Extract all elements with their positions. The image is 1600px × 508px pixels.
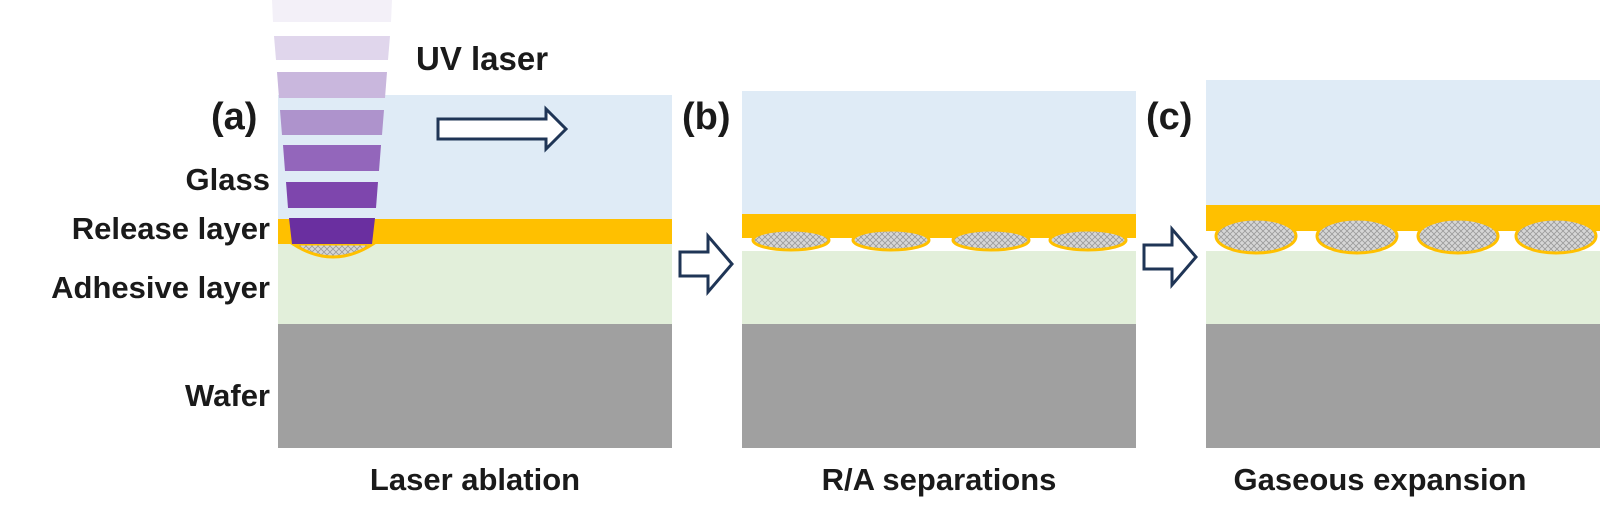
- panel-c-tag: (c): [1146, 96, 1193, 138]
- caption-ra-separations: R/A separations: [821, 462, 1057, 497]
- scan-direction-arrow: [436, 105, 569, 153]
- panel-b: [742, 91, 1136, 448]
- release-layer-label: Release layer: [71, 211, 270, 246]
- uv-laser-label: UV laser: [416, 40, 549, 77]
- wafer-a: [278, 324, 672, 448]
- step-arrow-1: [678, 231, 734, 297]
- caption-laser-ablation: Laser ablation: [369, 462, 581, 497]
- ablation-pocket-a: [287, 242, 379, 259]
- glass-layer-c: [1206, 80, 1600, 205]
- caption-gaseous-expansion: Gaseous expansion: [1233, 462, 1527, 497]
- wafer-c: [1206, 324, 1600, 448]
- glass-layer-b: [742, 91, 1136, 214]
- separation-pockets-b: [751, 228, 1128, 252]
- glass-label: Glass: [185, 162, 270, 197]
- adhesive-layer-c: [1206, 251, 1600, 324]
- wafer-b: [742, 324, 1136, 448]
- adhesive-layer-b: [742, 251, 1136, 324]
- uv-laser-beam: [272, 0, 392, 244]
- wafer-label: Wafer: [185, 378, 270, 413]
- expansion-pockets-c: [1214, 217, 1598, 255]
- adhesive-layer-label: Adhesive layer: [51, 270, 270, 305]
- panel-c: [1206, 80, 1600, 448]
- panel-b-tag: (b): [682, 96, 731, 138]
- panel-a-tag: (a): [211, 96, 258, 138]
- gap-b: [742, 238, 1136, 251]
- panel-a: [272, 0, 672, 448]
- step-arrow-2: [1142, 224, 1198, 290]
- gap-c: [1206, 231, 1600, 251]
